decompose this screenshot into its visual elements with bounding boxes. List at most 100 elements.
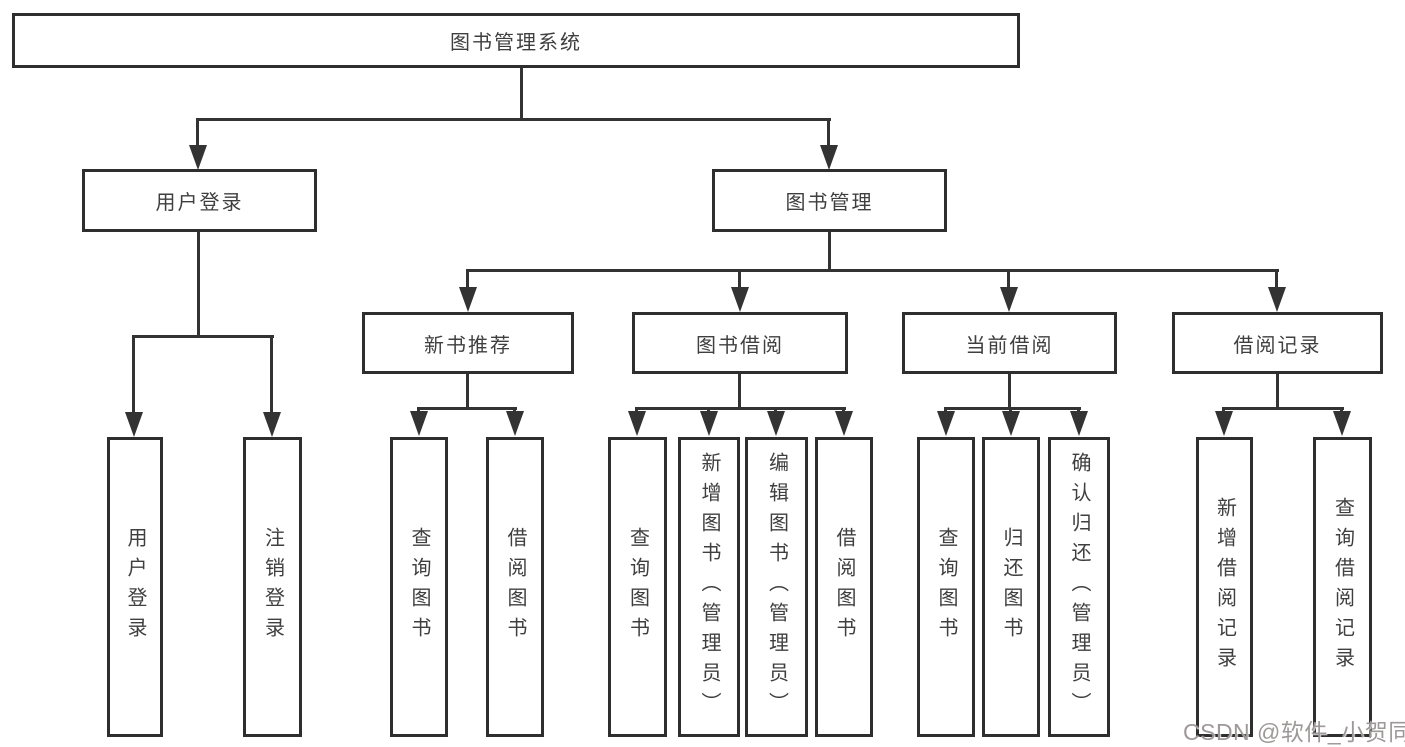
leaf-label: 确认归还（管理员） <box>1068 452 1090 722</box>
arrow-shaft <box>196 118 199 148</box>
connector-userlogin-hline <box>133 335 274 338</box>
arrowhead-icon <box>1215 411 1233 436</box>
arrowhead-icon <box>459 287 477 312</box>
arrowhead-icon <box>835 411 853 436</box>
node-logout: 注销登录 <box>243 437 302 737</box>
node-user-login-label: 用户登录 <box>155 192 244 214</box>
node-borrow-records-label: 借阅记录 <box>1233 334 1322 357</box>
connector-section4-stem <box>1276 374 1279 410</box>
arrow-down-icon <box>1070 407 1088 436</box>
leaf-label: 注销登录 <box>261 527 284 647</box>
arrowhead-icon <box>410 411 428 436</box>
leaf-label: 查询图书 <box>935 527 957 647</box>
arrow-down-icon <box>1268 269 1286 312</box>
node-user-login: 用户登录 <box>82 169 317 232</box>
connector-bookmgmt-stem <box>828 232 831 272</box>
arrowhead-icon <box>1333 411 1351 436</box>
arrow-down-icon <box>731 269 749 312</box>
leaf-label: 新增图书（管理员） <box>698 452 720 722</box>
arrow-down-icon <box>506 407 524 436</box>
node-edit-book-admin: 编辑图书（管理员） <box>745 437 808 737</box>
arrow-down-icon <box>937 407 955 436</box>
node-query-books-recommend: 查询图书 <box>390 437 448 737</box>
node-root: 图书管理系统 <box>12 13 1020 68</box>
arrow-down-icon <box>410 407 428 436</box>
arrow-down-icon <box>767 407 785 436</box>
watermark: CSDN @软件_小贺同学 <box>1183 719 1405 745</box>
node-borrow-records: 借阅记录 <box>1172 312 1383 374</box>
arrowhead-icon <box>1070 411 1088 436</box>
arrowhead-icon <box>263 412 281 437</box>
arrowhead-icon <box>1002 411 1020 436</box>
connector-section2-hline <box>636 407 846 410</box>
connector-section1-hline <box>417 407 517 410</box>
leaf-label: 查询图书 <box>408 527 430 647</box>
arrow-down-icon <box>700 407 718 436</box>
arrowhead-icon <box>731 287 749 312</box>
arrow-shaft <box>466 269 469 290</box>
node-confirm-return-admin: 确认归还（管理员） <box>1048 437 1110 737</box>
arrow-shaft <box>270 335 273 415</box>
arrowhead-icon <box>125 412 143 437</box>
node-add-borrow-record: 新增借阅记录 <box>1196 437 1253 737</box>
leaf-label: 归还图书 <box>1000 527 1022 647</box>
node-new-book-recommend-label: 新书推荐 <box>424 334 512 357</box>
connector-section4-hline <box>1223 407 1344 410</box>
arrowhead-icon <box>506 411 524 436</box>
node-book-management-label: 图书管理 <box>785 192 874 214</box>
node-query-books-current: 查询图书 <box>917 437 975 737</box>
node-new-book-recommend: 新书推荐 <box>362 312 574 374</box>
arrow-down-icon <box>1000 269 1018 312</box>
arrow-down-icon <box>1002 407 1020 436</box>
node-borrow-books-borrow: 借阅图书 <box>815 437 873 737</box>
node-borrow-books-recommend: 借阅图书 <box>486 437 544 737</box>
connector-root-hline <box>197 118 831 121</box>
node-root-label: 图书管理系统 <box>450 32 582 54</box>
arrowhead-icon <box>189 145 207 170</box>
connector-root-stem <box>520 68 523 119</box>
node-query-books-borrow: 查询图书 <box>608 437 667 737</box>
leaf-label: 查询图书 <box>626 527 649 647</box>
node-add-book-admin: 新增图书（管理员） <box>678 437 740 737</box>
arrow-shaft <box>827 118 830 148</box>
arrow-down-icon <box>125 335 143 437</box>
node-user-login-leaf: 用户登录 <box>107 437 163 737</box>
arrow-shaft <box>1007 269 1010 290</box>
arrow-down-icon <box>459 269 477 312</box>
arrowhead-icon <box>767 411 785 436</box>
arrowhead-icon <box>820 145 838 170</box>
node-book-borrow: 图书借阅 <box>632 312 848 374</box>
arrow-shaft <box>132 335 135 415</box>
leaf-label: 新增借阅记录 <box>1213 497 1236 677</box>
node-return-books: 归还图书 <box>982 437 1040 737</box>
leaf-label: 用户登录 <box>124 527 146 647</box>
arrow-down-icon <box>1333 407 1351 436</box>
arrow-down-icon <box>189 118 207 170</box>
arrow-down-icon <box>628 407 646 436</box>
leaf-label: 借阅图书 <box>504 527 526 647</box>
arrowhead-icon <box>937 411 955 436</box>
arrow-down-icon <box>820 118 838 170</box>
arrow-shaft <box>1275 269 1278 290</box>
arrowhead-icon <box>1000 287 1018 312</box>
node-current-borrow-label: 当前借阅 <box>965 334 1054 357</box>
arrow-down-icon <box>263 335 281 437</box>
connector-section1-stem <box>466 374 469 410</box>
arrowhead-icon <box>628 411 646 436</box>
node-current-borrow: 当前借阅 <box>902 312 1117 374</box>
connector-section3-hline <box>944 407 1081 410</box>
leaf-label: 编辑图书（管理员） <box>765 452 788 722</box>
arrow-shaft <box>738 269 741 290</box>
connector-bookmgmt-hline <box>466 269 1279 272</box>
arrowhead-icon <box>700 411 718 436</box>
connector-userlogin-stem <box>197 232 200 337</box>
node-book-management: 图书管理 <box>712 169 947 232</box>
connector-section2-stem <box>738 374 741 410</box>
connector-section3-stem <box>1008 374 1011 410</box>
node-book-borrow-label: 图书借阅 <box>696 334 784 357</box>
leaf-label: 借阅图书 <box>833 527 855 647</box>
arrowhead-icon <box>1268 287 1286 312</box>
arrow-down-icon <box>835 407 853 436</box>
arrow-down-icon <box>1215 407 1233 436</box>
